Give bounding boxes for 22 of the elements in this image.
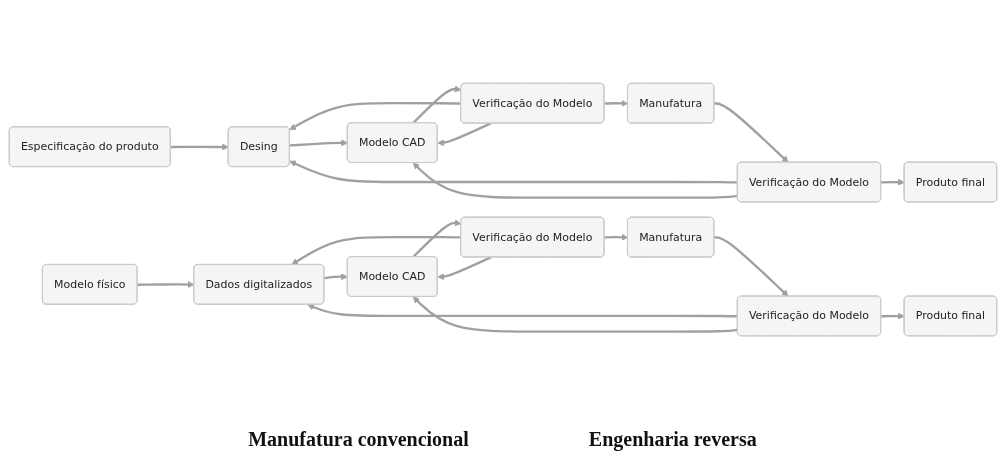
- arrow: [323, 273, 348, 281]
- arrow: [411, 85, 461, 125]
- arrow: [880, 179, 905, 187]
- arrow: [137, 281, 194, 289]
- arrow: [880, 313, 905, 320]
- arrow: [290, 236, 461, 266]
- arrow: [170, 144, 229, 151]
- arrow: [306, 304, 738, 318]
- diagram-caption: Manufatura convencional: [248, 428, 469, 451]
- arrow: [713, 102, 789, 164]
- arrow: [436, 256, 491, 281]
- arrow: [288, 102, 461, 131]
- arrow: [603, 234, 628, 242]
- arrow: [436, 122, 491, 147]
- arrow: [288, 161, 738, 185]
- arrow: [411, 219, 461, 259]
- arrow: [412, 163, 738, 200]
- diagram-caption: Engenharia reversa: [588, 428, 757, 451]
- arrow: [412, 296, 738, 334]
- arrow: [713, 236, 789, 298]
- arrow: [603, 100, 628, 108]
- arrow: [289, 139, 348, 148]
